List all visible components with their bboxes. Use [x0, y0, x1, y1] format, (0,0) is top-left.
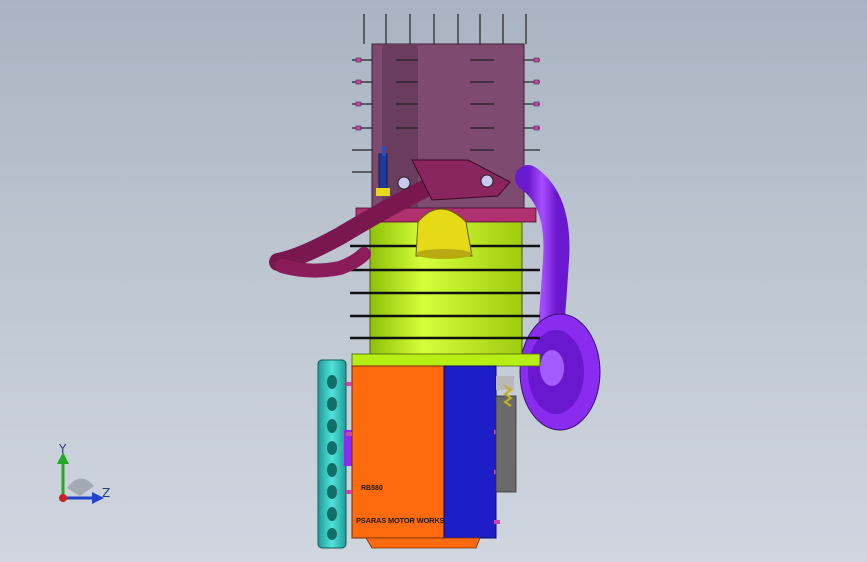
- model-code-engraving: RB580: [361, 485, 383, 492]
- head-bolts: [355, 57, 540, 131]
- axis-triad-arrows: [57, 452, 104, 504]
- flywheel-vents: [327, 375, 337, 540]
- flywheel[interactable]: [317, 359, 354, 549]
- carburetor[interactable]: [415, 208, 473, 259]
- crankcase[interactable]: [346, 365, 517, 549]
- head-cooling-fins: [352, 14, 540, 173]
- z-axis-label: Z: [102, 486, 111, 500]
- maker-engraving: PSARAS MOTOR WORKS: [356, 516, 445, 525]
- exhaust-pipe[interactable]: [269, 159, 511, 278]
- exhaust-elbow[interactable]: [515, 165, 601, 431]
- spark-plug[interactable]: [376, 146, 390, 196]
- y-axis-label: Y: [59, 442, 67, 456]
- x-axis-dot: [59, 494, 67, 502]
